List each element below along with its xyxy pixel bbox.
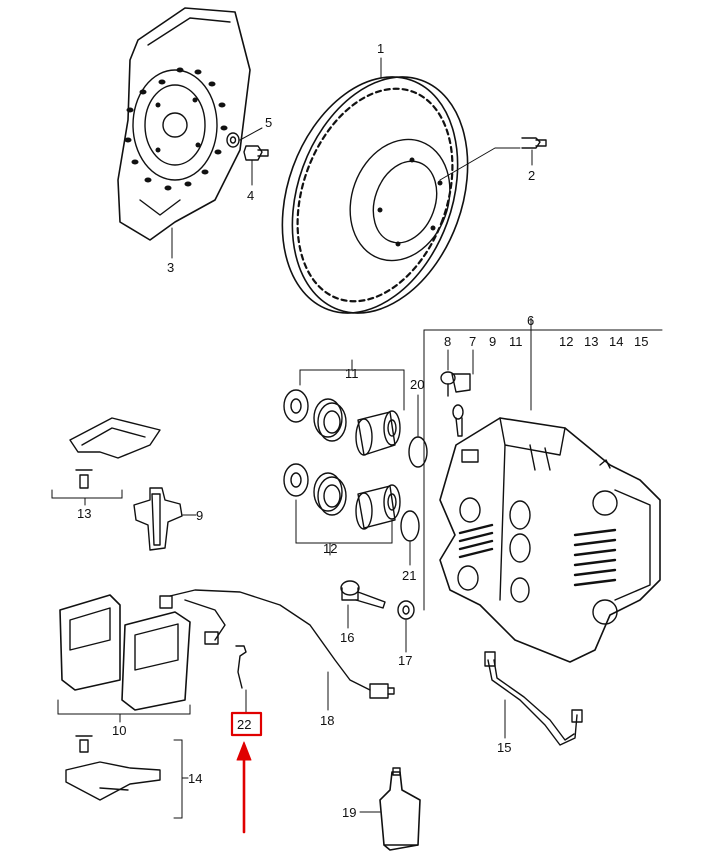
spring-clip-part-9 [133, 487, 183, 551]
highlight-arrowhead [236, 741, 252, 761]
header-label-9: 9 [489, 334, 496, 349]
label-1: 1 [377, 41, 384, 56]
label-20: 20 [410, 377, 424, 392]
wire-clip-part-22 [235, 645, 247, 689]
header-label-14: 14 [609, 334, 623, 349]
label-16: 16 [340, 630, 354, 645]
seal-set-part-12 [283, 463, 401, 530]
washer-part-17 [397, 600, 415, 620]
header-label-13: 13 [584, 334, 598, 349]
label-3: 3 [167, 260, 174, 275]
label-21: 21 [402, 568, 416, 583]
highlight-box-22 [230, 711, 263, 737]
label-18: 18 [320, 713, 334, 728]
plate-part-13 [69, 417, 161, 489]
brake-pads-part-10 [59, 594, 191, 711]
label-5: 5 [265, 115, 272, 130]
brake-caliper-part [439, 417, 661, 663]
label-2: 2 [528, 168, 535, 183]
bolt-part-4 [243, 145, 269, 161]
label-6: 6 [527, 313, 534, 328]
disc-part-20 [408, 436, 428, 468]
fitting-part-8 [440, 371, 456, 397]
plate-part-14 [65, 735, 161, 801]
seal-set-part-11 [283, 389, 401, 456]
bleeder-part-7 [451, 373, 471, 437]
label-17: 17 [398, 653, 412, 668]
label-4: 4 [247, 188, 254, 203]
label-22: 22 [237, 717, 251, 732]
header-label-8: 8 [444, 334, 451, 349]
highlight-annotation [230, 711, 263, 834]
bolt-part-16 [340, 580, 386, 609]
label-10: 10 [112, 723, 126, 738]
label-13: 13 [77, 506, 91, 521]
label-11: 11 [345, 366, 359, 381]
leader-lines [51, 57, 663, 819]
washer-part-5 [226, 132, 240, 148]
callout-labels: 1 2 3 4 5 6 8 7 9 11 12 13 14 15 11 20 1… [77, 41, 648, 820]
header-label-12: 12 [559, 334, 573, 349]
bolt-part-2 [521, 137, 547, 149]
header-label-7: 7 [469, 334, 476, 349]
label-9: 9 [196, 508, 203, 523]
sensor-cable-part-18 [159, 589, 395, 699]
brake-line-part-15 [484, 651, 583, 746]
label-15: 15 [497, 740, 511, 755]
grease-tube-part-19 [379, 767, 421, 851]
brake-disc-part [281, 76, 469, 314]
header-label-15: 15 [634, 334, 648, 349]
label-19: 19 [342, 805, 356, 820]
disc-part-21 [400, 510, 420, 542]
label-12: 12 [323, 541, 337, 556]
dust-shield-part [117, 7, 251, 241]
label-14: 14 [188, 771, 202, 786]
header-label-11: 11 [509, 334, 523, 349]
